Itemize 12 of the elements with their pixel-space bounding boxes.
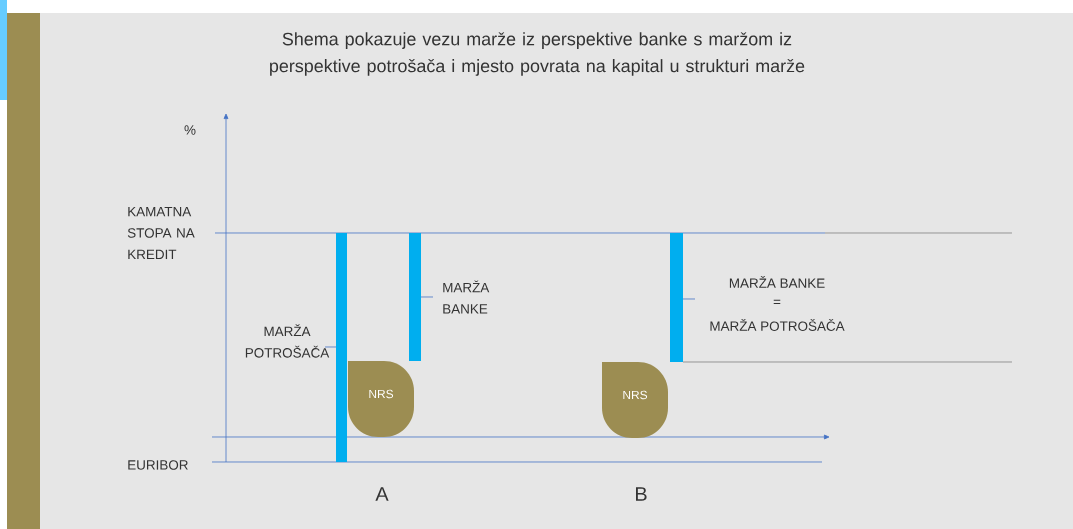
axis-label: A (375, 487, 389, 501)
axis-label: EURIBOR (128, 460, 188, 470)
axis-label: MARŽA POTROŠAČA (245, 324, 330, 358)
axis-label: KAMATNA STOPA NA KREDIT (127, 206, 195, 260)
axis-label: MARŽA POTROŠAČA (710, 319, 845, 331)
axis-label: % (184, 125, 196, 135)
axis-label: B (636, 487, 647, 501)
side-band (7, 13, 40, 529)
title: Shema pokazuje vezu marže iz perspektive banke s maržom iz perspektive potrošača i mjesto povrata na kapital u strukturi marže (270, 32, 805, 76)
axis-label: = (773, 299, 781, 304)
axis-label: MARŽA BANKE (443, 280, 490, 314)
axis-label: MARŽA BANKE (729, 276, 825, 288)
